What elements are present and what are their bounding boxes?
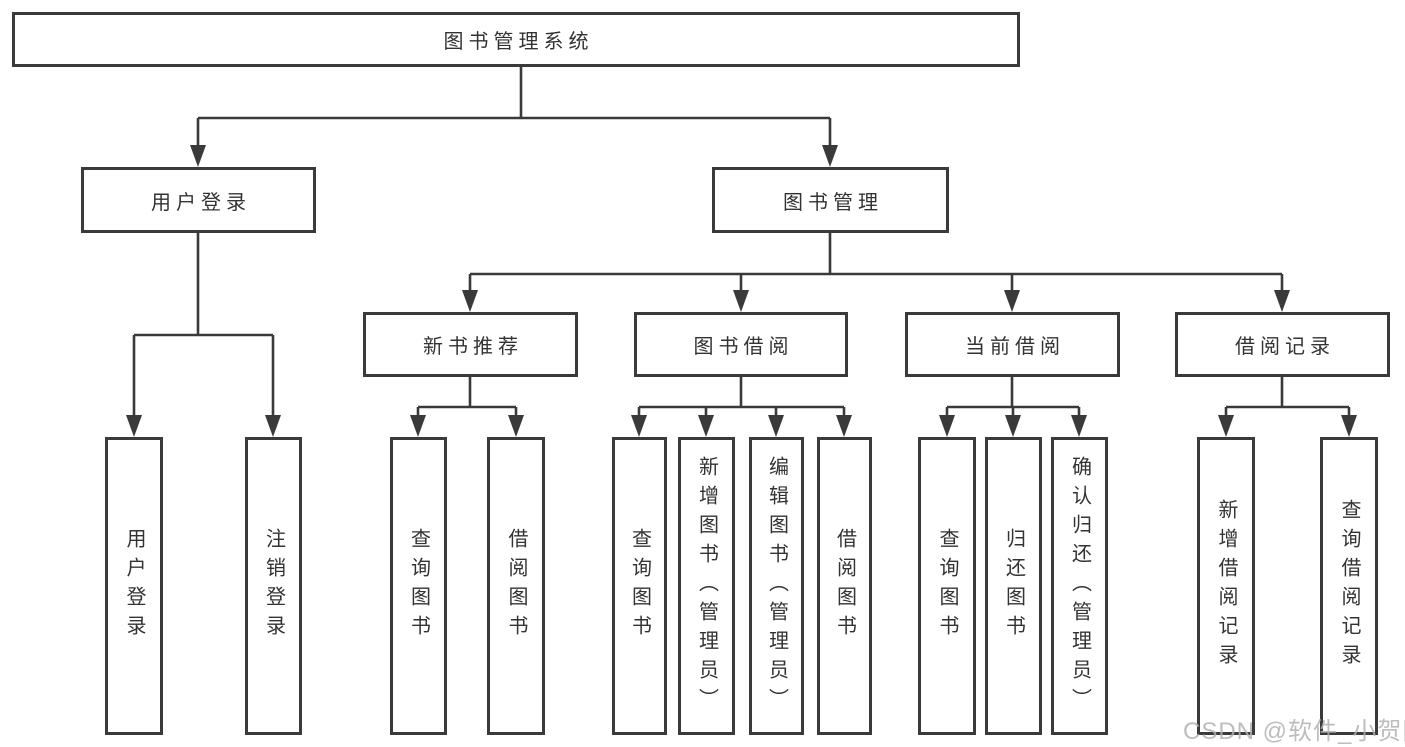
leaf-query-borrow-record-label: 查询借阅记录	[1338, 499, 1360, 673]
leaf-borrow-query-book: 查询图书	[612, 437, 667, 735]
leaf-logout-label: 注销登录	[262, 528, 285, 644]
connector-borrow-record-to-leaves	[1218, 377, 1357, 437]
leaf-confirm-return-admin-label: 确认归还（管理员）	[1068, 455, 1091, 717]
leaf-borrow-book: 借阅图书	[817, 437, 872, 735]
leaf-user-login: 用户登录	[105, 437, 163, 735]
node-borrow-record: 借阅记录	[1175, 312, 1390, 377]
connector-book-borrow-to-leaves	[631, 377, 852, 437]
node-new-book-recommend: 新书推荐	[363, 312, 578, 377]
node-borrow-record-label: 借阅记录	[1235, 336, 1335, 358]
node-current-borrow-label: 当前借阅	[965, 336, 1065, 358]
connector-current-borrow-to-leaves	[939, 377, 1087, 437]
node-root-system-label: 图书管理系统	[443, 31, 594, 53]
leaf-current-query-book-label: 查询图书	[936, 528, 958, 644]
node-new-book-recommend-label: 新书推荐	[423, 336, 523, 358]
node-book-borrow-label: 图书借阅	[693, 336, 794, 358]
node-book-borrow: 图书借阅	[634, 312, 848, 377]
connector-book-mgmt-to-level3	[462, 233, 1290, 312]
leaf-borrow-book-label: 借阅图书	[833, 528, 856, 644]
node-root-system: 图书管理系统	[12, 12, 1020, 67]
node-current-borrow: 当前借阅	[905, 312, 1120, 377]
leaf-newrec-borrow-book-label: 借阅图书	[505, 528, 527, 644]
csdn-watermark: CSDN @软件_小贺同学	[1183, 718, 1405, 745]
node-book-management-label: 图书管理	[783, 191, 883, 214]
leaf-newrec-query-book: 查询图书	[390, 437, 447, 735]
leaf-add-book-admin-label: 新增图书（管理员）	[695, 455, 718, 717]
leaf-confirm-return-admin: 确认归还（管理员）	[1051, 437, 1108, 735]
leaf-borrow-query-book-label: 查询图书	[628, 528, 651, 644]
leaf-return-book-label: 归还图书	[1002, 528, 1025, 644]
node-user-login-label: 用户登录	[151, 191, 251, 214]
connector-root-to-level2	[190, 67, 838, 167]
leaf-add-borrow-record-label: 新增借阅记录	[1215, 499, 1237, 673]
leaf-add-book-admin: 新增图书（管理员）	[678, 437, 735, 735]
leaf-user-login-label: 用户登录	[123, 528, 145, 644]
leaf-edit-book-admin-label: 编辑图书（管理员）	[765, 455, 788, 717]
leaf-newrec-query-book-label: 查询图书	[407, 528, 430, 644]
leaf-newrec-borrow-book: 借阅图书	[487, 437, 545, 735]
node-user-login: 用户登录	[81, 167, 316, 233]
leaf-current-query-book: 查询图书	[918, 437, 976, 735]
connector-new-book-to-leaves	[410, 377, 524, 437]
node-book-management: 图书管理	[712, 167, 949, 233]
leaf-add-borrow-record: 新增借阅记录	[1197, 437, 1255, 735]
leaf-logout: 注销登录	[245, 437, 302, 735]
leaf-query-borrow-record: 查询借阅记录	[1320, 437, 1378, 735]
connector-user-login-to-leaves	[126, 233, 281, 437]
leaf-edit-book-admin: 编辑图书（管理员）	[749, 437, 804, 735]
leaf-return-book: 归还图书	[985, 437, 1042, 735]
